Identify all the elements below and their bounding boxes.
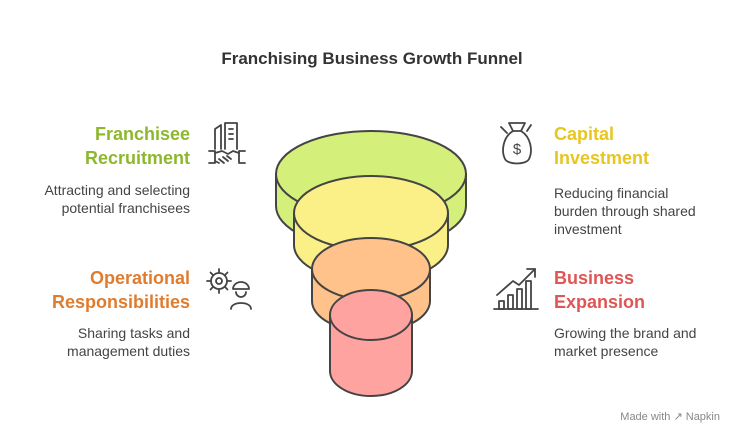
recruitment-heading: Franchisee Recruitment [84,124,190,168]
diagram-title: Franchising Business Growth Funnel [221,49,523,68]
svg-text:$: $ [513,141,522,158]
operations-description: Sharing tasks and management duties [67,325,190,359]
capital-description: Reducing financial burden through shared… [554,185,696,237]
napkin-watermark: Made with ↗ Napkin [620,410,720,423]
recruitment-description: Attracting and selecting potential franc… [44,182,190,216]
expansion-heading: Business Expansion [554,268,646,312]
operations-heading: Operational Responsibilities [51,268,190,312]
handshake-buildings-icon [208,122,246,164]
funnel-layer-expansion [329,289,413,397]
watermark-text: Made with ↗ Napkin [620,411,720,423]
expansion-description: Growing the brand and market presence [554,325,697,359]
capital-heading: Capital Investment [554,124,650,168]
growth-chart-icon [493,268,539,310]
money-bag-icon: $ [500,122,532,165]
gears-worker-icon [206,268,252,310]
